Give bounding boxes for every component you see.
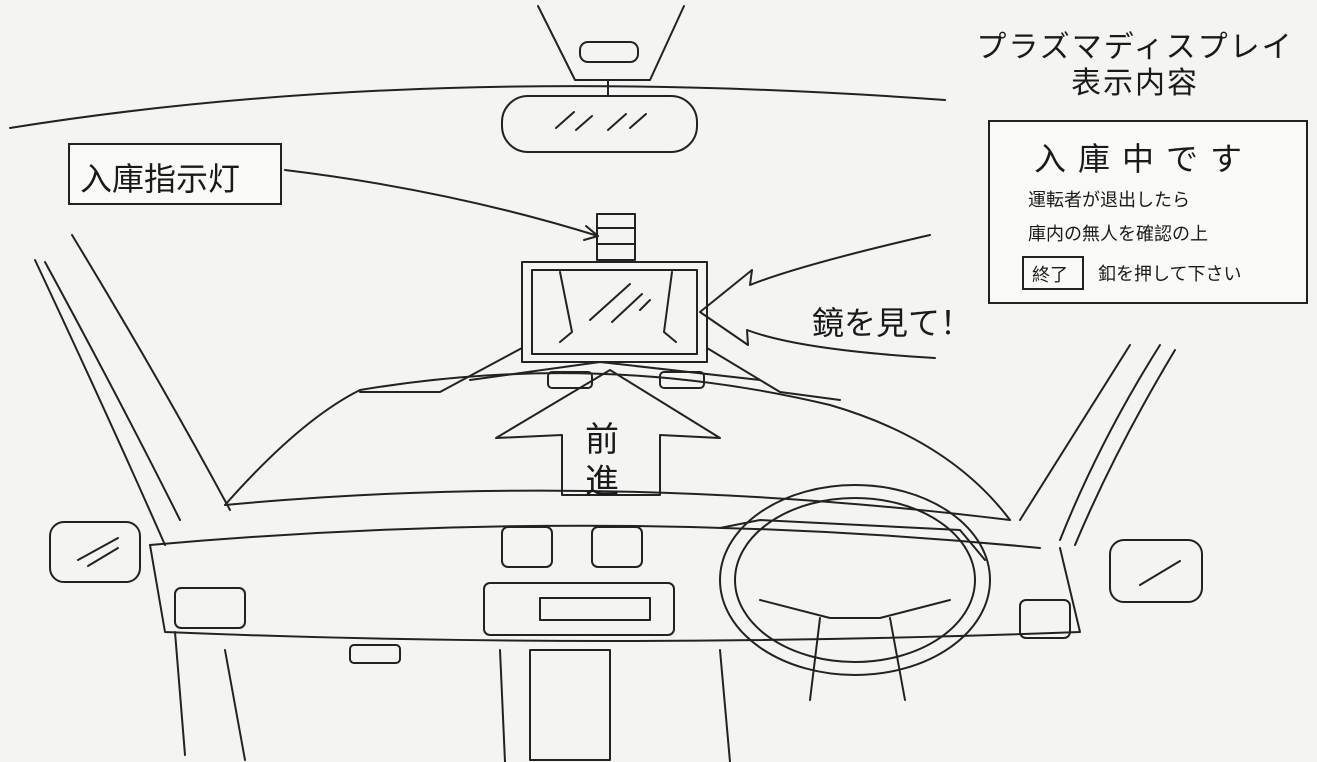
map-light <box>579 41 639 63</box>
forward-label-1: 前 <box>585 420 619 460</box>
forward-arrow <box>495 369 721 496</box>
instrument-cluster <box>719 519 986 561</box>
steering-wheel <box>719 484 991 676</box>
mirror-arrow <box>699 234 936 359</box>
plasma-display-panel: 入庫中です 運転者が退出したら 庫内の無人を確認の上 終了 釦を押して下さい <box>988 120 1308 304</box>
left-a-pillar-outer <box>34 259 166 546</box>
right-side-mirror <box>1109 539 1203 603</box>
windshield-top-edge <box>9 85 946 129</box>
plasma-line1: 運転者が退出したら <box>1028 190 1190 211</box>
plasma-headline: 入庫中です <box>1034 140 1255 178</box>
mirror-callout: 鏡を見て！ <box>812 304 973 342</box>
dashboard-body <box>149 544 1081 642</box>
right-a-pillar-inner <box>1019 344 1131 521</box>
left-vent <box>174 587 246 629</box>
end-button-label: 終了 <box>1032 265 1068 286</box>
indicator-label: 入庫指示灯 <box>80 160 241 198</box>
forward-label-2: 進 <box>585 462 619 502</box>
plasma-title-line1: プラズマディスプレイ <box>976 30 1294 65</box>
indicator-label-box: 入庫指示灯 <box>68 143 282 205</box>
center-vent-left <box>501 526 553 568</box>
plasma-line2: 庫内の無人を確認の上 <box>1028 224 1208 245</box>
rearview-mirror <box>501 95 698 153</box>
dashboard-top <box>149 524 1041 549</box>
right-a-pillar-outer <box>1059 344 1161 541</box>
center-vent-right <box>591 526 643 568</box>
right-vent <box>1019 599 1071 639</box>
entry-indicator-lamp <box>596 213 636 261</box>
plasma-title-line2: 表示内容 <box>1071 66 1199 101</box>
left-side-mirror <box>49 521 141 583</box>
plasma-line3: 釦を押して下さい <box>1098 264 1242 285</box>
garage-mirror-frame <box>521 261 708 363</box>
roof-console <box>537 5 685 81</box>
indicator-pointer <box>284 169 599 237</box>
center-console <box>529 649 611 761</box>
plasma-display-title: プラズマディスプレイ 表示内容 <box>960 30 1310 102</box>
radio-panel <box>483 582 675 636</box>
left-a-pillar-inner <box>71 234 231 511</box>
end-button[interactable]: 終了 <box>1022 256 1084 290</box>
hood-line <box>224 372 1011 521</box>
